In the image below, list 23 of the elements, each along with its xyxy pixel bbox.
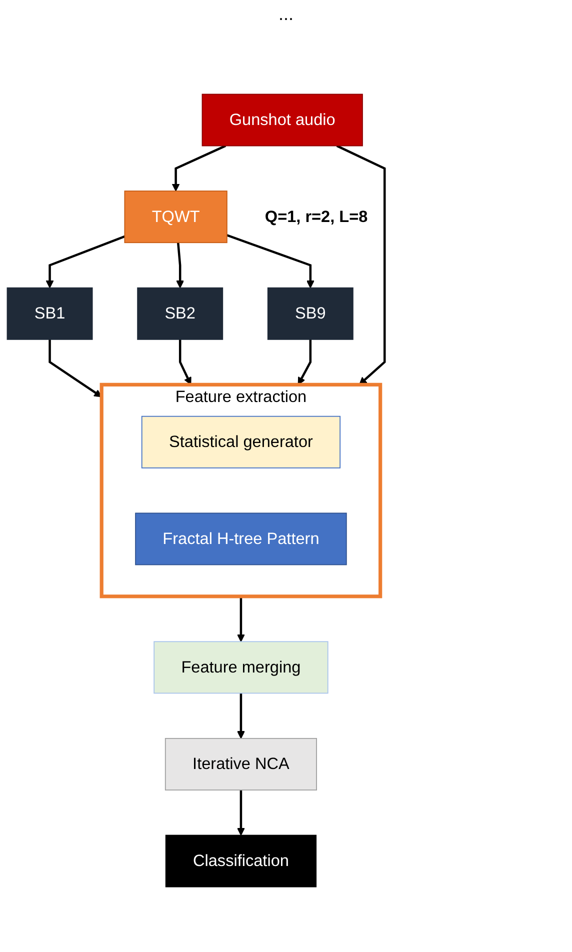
node-box: Fractal H-tree Pattern — [135, 512, 347, 566]
node-box: Statistical generator — [141, 416, 341, 468]
arrow — [226, 234, 314, 288]
arrow — [236, 693, 245, 739]
arrow — [336, 144, 386, 385]
arrow — [178, 339, 192, 385]
node-box: TQWT — [124, 190, 228, 244]
arrow — [48, 339, 102, 398]
arrow — [236, 596, 245, 642]
node-label: Q=1, r=2, L=8 — [264, 207, 368, 226]
node-box: SB9 — [267, 287, 354, 340]
node-box: Classification — [165, 834, 317, 888]
arrow — [176, 242, 184, 288]
node-box: Iterative NCA — [164, 738, 317, 790]
node-box: SB2 — [137, 287, 224, 340]
arrow — [236, 790, 245, 836]
arrow — [46, 235, 126, 288]
ellipsis-text: ... — [278, 4, 294, 24]
node-box: Feature merging — [154, 641, 328, 694]
arrow — [298, 339, 312, 385]
node-box: SB1 — [6, 287, 93, 340]
arrow — [172, 144, 226, 192]
node-box: Gunshot audio — [202, 94, 363, 146]
